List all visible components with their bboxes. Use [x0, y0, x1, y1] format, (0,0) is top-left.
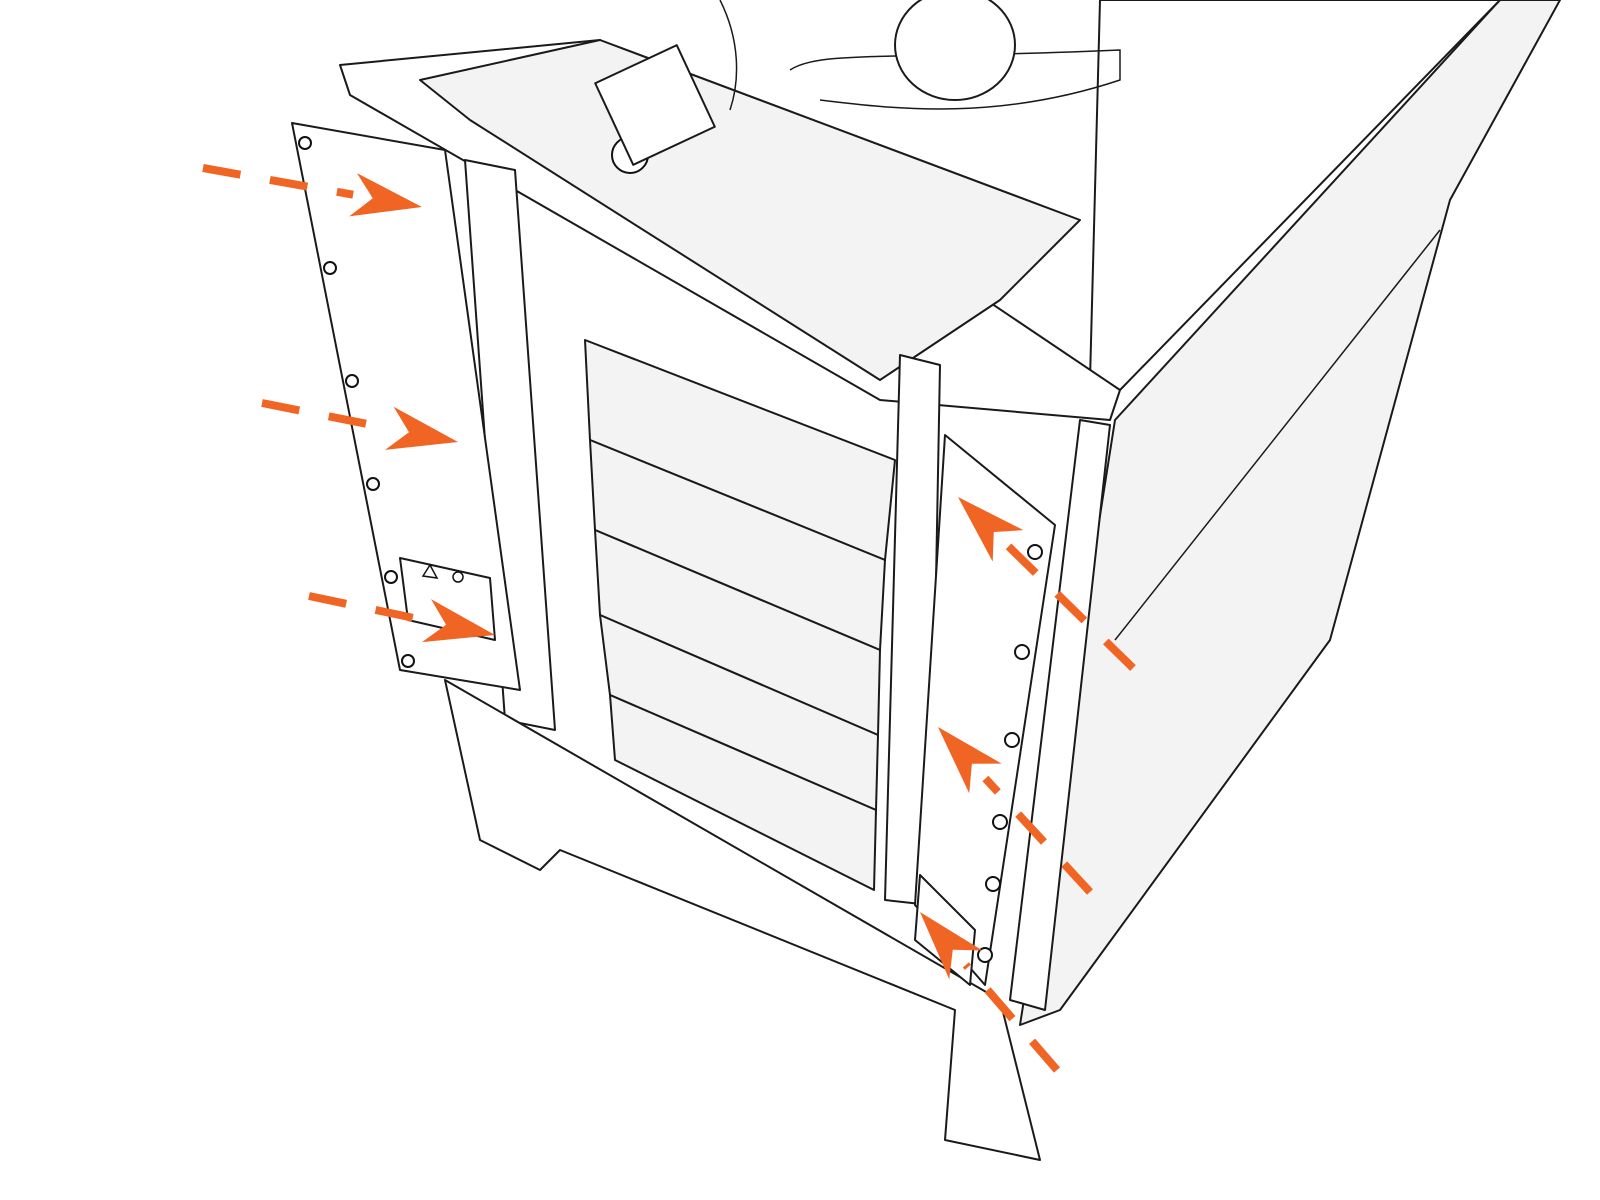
arrow-head — [938, 727, 1002, 794]
install-arrow-5 — [938, 727, 1093, 895]
battery-module-5 — [609, 694, 877, 891]
arrow-shaft — [261, 399, 391, 433]
cabinet-right-side-wall — [1019, 0, 1561, 1026]
front-right-column — [1009, 419, 1111, 1011]
install-arrow-1 — [202, 164, 422, 217]
panel-screw — [384, 570, 398, 584]
side-seam — [1114, 229, 1441, 641]
panel-screw — [985, 876, 1001, 892]
warning-triangle-icon — [421, 563, 439, 579]
panel-screw — [298, 136, 312, 150]
fan — [894, 0, 1016, 101]
install-arrow-6 — [920, 912, 1061, 1073]
panel-screw — [366, 477, 380, 491]
install-arrow-2 — [261, 399, 458, 450]
panel-screw — [1027, 544, 1043, 560]
arrow-head — [421, 599, 495, 643]
panel-screw — [401, 654, 415, 668]
arrow-head — [920, 912, 983, 980]
cabinet-base — [444, 679, 1041, 1161]
install-arrows — [202, 164, 1136, 1073]
arrow-head — [349, 173, 422, 217]
panel-screw — [323, 261, 337, 275]
warning-label — [399, 557, 496, 641]
panel-screw — [345, 374, 359, 388]
panel-screw — [1004, 732, 1020, 748]
battery-modules — [584, 339, 896, 891]
panel-screw — [977, 947, 993, 963]
coolant-hose — [719, 0, 1121, 111]
arrow-shaft — [308, 592, 428, 625]
arrow-head — [958, 497, 1024, 562]
arrow-shaft — [1005, 543, 1136, 671]
panel-screw — [1014, 644, 1030, 660]
arrow-head — [385, 406, 458, 450]
install-arrow-4 — [958, 497, 1136, 671]
junction-box — [594, 44, 716, 166]
arrow-shaft — [962, 962, 1061, 1073]
manual-read-icon — [452, 571, 464, 583]
install-arrow-3 — [308, 592, 495, 643]
panel-screw — [992, 814, 1008, 830]
arrow-shaft — [982, 775, 1093, 895]
top-plate — [419, 39, 1081, 381]
left-side-panel — [291, 122, 521, 691]
arrow-shaft — [202, 164, 354, 199]
